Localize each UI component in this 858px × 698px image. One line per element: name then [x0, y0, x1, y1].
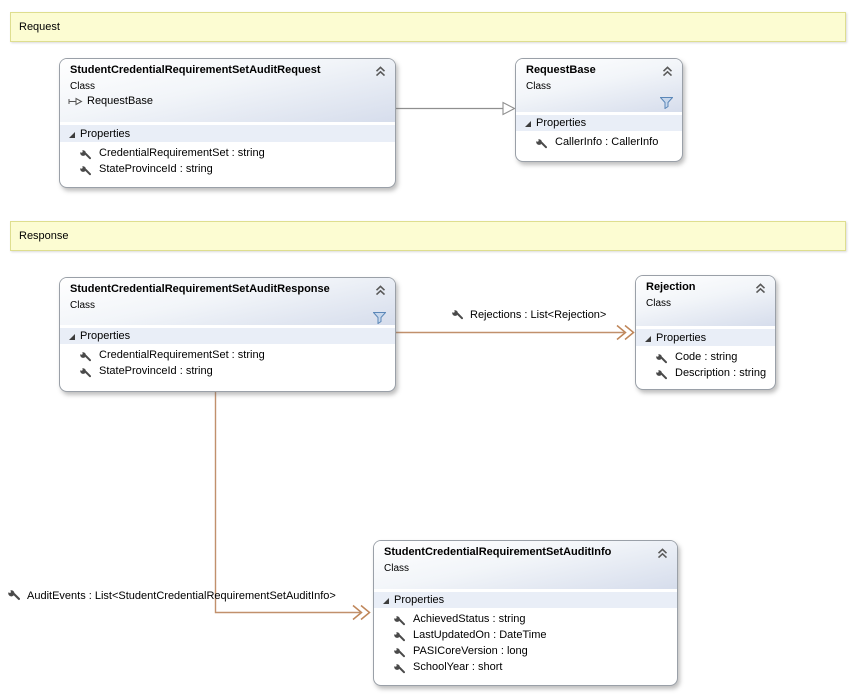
property-row[interactable]: CredentialRequirementSet : string [60, 348, 395, 364]
property-label: CredentialRequirementSet : string [99, 349, 265, 361]
rejections-association-text: Rejections : List<Rejection> [470, 309, 607, 321]
properties-section-header[interactable]: Properties [636, 329, 775, 346]
property-label: StateProvinceId : string [99, 163, 213, 175]
class-title: StudentCredentialRequirementSetAuditResp… [70, 283, 330, 295]
class-stereotype: Class [384, 563, 410, 574]
property-label: StateProvinceId : string [99, 365, 213, 377]
collapse-chevron-icon[interactable] [754, 282, 767, 295]
response-group-banner[interactable]: Response [10, 221, 846, 251]
class-title: StudentCredentialRequirementSetAuditInfo [384, 546, 612, 558]
wrench-icon [394, 614, 406, 626]
class-title: RequestBase [526, 64, 596, 76]
collapse-chevron-icon[interactable] [374, 284, 387, 297]
property-label: AchievedStatus : string [413, 613, 526, 625]
wrench-icon [80, 148, 92, 160]
property-label: Description : string [675, 367, 767, 379]
property-row[interactable]: CallerInfo : CallerInfo [516, 135, 682, 151]
property-label: Code : string [675, 351, 738, 363]
audit-events-association-label[interactable]: AuditEvents : List<StudentCredentialRequ… [8, 590, 336, 602]
property-label: SchoolYear : short [413, 661, 503, 673]
properties-section-header[interactable]: Properties [516, 115, 682, 131]
audit-events-association-text: AuditEvents : List<StudentCredentialRequ… [27, 590, 336, 602]
audit-events-association-connector[interactable] [214, 392, 371, 621]
collapse-chevron-icon[interactable] [661, 65, 674, 78]
section-label: Properties [394, 594, 445, 606]
class-header: StudentCredentialRequirementSetAuditResp… [60, 278, 395, 325]
filter-funnel-icon[interactable] [659, 96, 674, 110]
wrench-icon [8, 590, 20, 601]
rejections-association-connector[interactable] [396, 324, 635, 341]
wrench-icon [80, 366, 92, 378]
association-arrowhead-icon [616, 324, 635, 341]
rejections-association-label[interactable]: Rejections : List<Rejection> [452, 309, 606, 321]
property-row[interactable]: StateProvinceId : string [60, 364, 395, 380]
wrench-icon [394, 662, 406, 674]
wrench-icon [80, 164, 92, 176]
wrench-icon [394, 646, 406, 658]
section-label: Properties [80, 330, 131, 342]
section-expander-icon[interactable] [68, 332, 76, 340]
class-header: StudentCredentialRequirementSetAuditInfo… [374, 541, 677, 589]
association-arrowhead-icon [352, 604, 371, 621]
collapse-chevron-icon[interactable] [374, 65, 387, 78]
property-row[interactable]: Code : string [636, 350, 775, 366]
properties-section-header[interactable]: Properties [60, 125, 395, 142]
property-row[interactable]: StateProvinceId : string [60, 162, 395, 178]
class-audit-response[interactable]: StudentCredentialRequirementSetAuditResp… [59, 277, 396, 392]
property-row[interactable]: Description : string [636, 366, 775, 382]
wrench-icon [536, 137, 548, 149]
inheritance-connector[interactable] [396, 101, 516, 116]
property-label: CallerInfo : CallerInfo [555, 136, 659, 148]
inheritance-arrowhead-icon [502, 101, 516, 116]
properties-section-header[interactable]: Properties [60, 328, 395, 344]
property-row[interactable]: PASICoreVersion : long [374, 644, 677, 660]
property-row[interactable]: CredentialRequirementSet : string [60, 146, 395, 162]
filter-funnel-icon[interactable] [372, 311, 387, 325]
wrench-icon [452, 309, 463, 319]
base-type-label: RequestBase [87, 95, 154, 107]
request-group-label: Request [19, 21, 60, 33]
class-header: Rejection Class [636, 276, 775, 326]
property-row[interactable]: AchievedStatus : string [374, 612, 677, 628]
property-row[interactable]: LastUpdatedOn : DateTime [374, 628, 677, 644]
class-stereotype: Class [70, 300, 96, 311]
collapse-chevron-icon[interactable] [656, 547, 669, 560]
property-label: LastUpdatedOn : DateTime [413, 629, 547, 641]
request-group-banner[interactable]: Request [10, 12, 846, 42]
section-expander-icon[interactable] [382, 596, 390, 604]
wrench-icon [656, 352, 668, 364]
class-title: StudentCredentialRequirementSetAuditRequ… [70, 64, 321, 76]
class-stereotype: Class [646, 298, 672, 309]
wrench-icon [394, 630, 406, 642]
wrench-icon [80, 350, 92, 362]
property-label: PASICoreVersion : long [413, 645, 528, 657]
section-label: Properties [80, 127, 131, 140]
class-header: RequestBase Class [516, 59, 682, 112]
response-group-label: Response [19, 230, 69, 242]
section-label: Properties [656, 331, 707, 344]
properties-section-header[interactable]: Properties [374, 592, 677, 608]
class-header: StudentCredentialRequirementSetAuditRequ… [60, 59, 395, 122]
class-title: Rejection [646, 281, 696, 293]
base-type-row[interactable]: RequestBase [68, 95, 153, 107]
class-rejection[interactable]: Rejection Class Properties Code : string… [635, 275, 776, 390]
class-stereotype: Class [526, 81, 552, 92]
section-expander-icon[interactable] [68, 130, 76, 138]
section-expander-icon[interactable] [524, 119, 532, 127]
class-stereotype: Class [70, 81, 96, 92]
property-label: CredentialRequirementSet : string [99, 147, 265, 159]
section-expander-icon[interactable] [644, 334, 652, 342]
class-audit-request[interactable]: StudentCredentialRequirementSetAuditRequ… [59, 58, 396, 188]
property-row[interactable]: SchoolYear : short [374, 660, 677, 676]
inheritance-arrow-icon [68, 97, 83, 105]
class-request-base[interactable]: RequestBase Class Properties CallerInfo … [515, 58, 683, 162]
section-label: Properties [536, 117, 587, 129]
class-audit-info[interactable]: StudentCredentialRequirementSetAuditInfo… [373, 540, 678, 686]
wrench-icon [656, 368, 668, 380]
